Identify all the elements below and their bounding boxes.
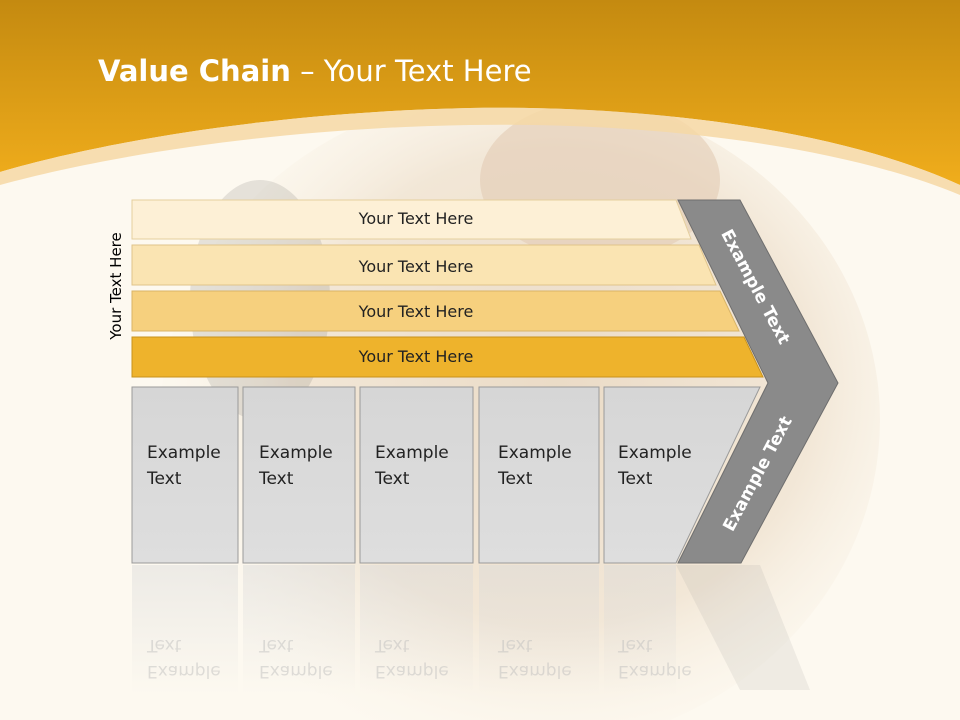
bar-2-label: Your Text Here [358, 257, 474, 276]
box-3-shape [359, 386, 474, 564]
bar-4-label: Your Text Here [358, 347, 474, 366]
page-title: Value Chain – Your Text Here [98, 54, 532, 88]
bar-1-shape [131, 199, 692, 240]
box-5-shape [603, 386, 761, 564]
bar-3-label: Your Text Here [358, 302, 474, 321]
chevron-shape [677, 199, 839, 564]
box-1-shape [131, 386, 239, 564]
header-band [0, 0, 960, 185]
side-label: Your Text Here [107, 232, 125, 340]
box-2-shape [242, 386, 356, 564]
bar-3-shape [131, 290, 740, 332]
box-4-shape [478, 386, 600, 564]
bar-4-shape [131, 336, 764, 378]
bar-2-shape [131, 244, 717, 286]
bar-1-label: Your Text Here [358, 209, 474, 228]
header-swoosh [0, 107, 960, 195]
